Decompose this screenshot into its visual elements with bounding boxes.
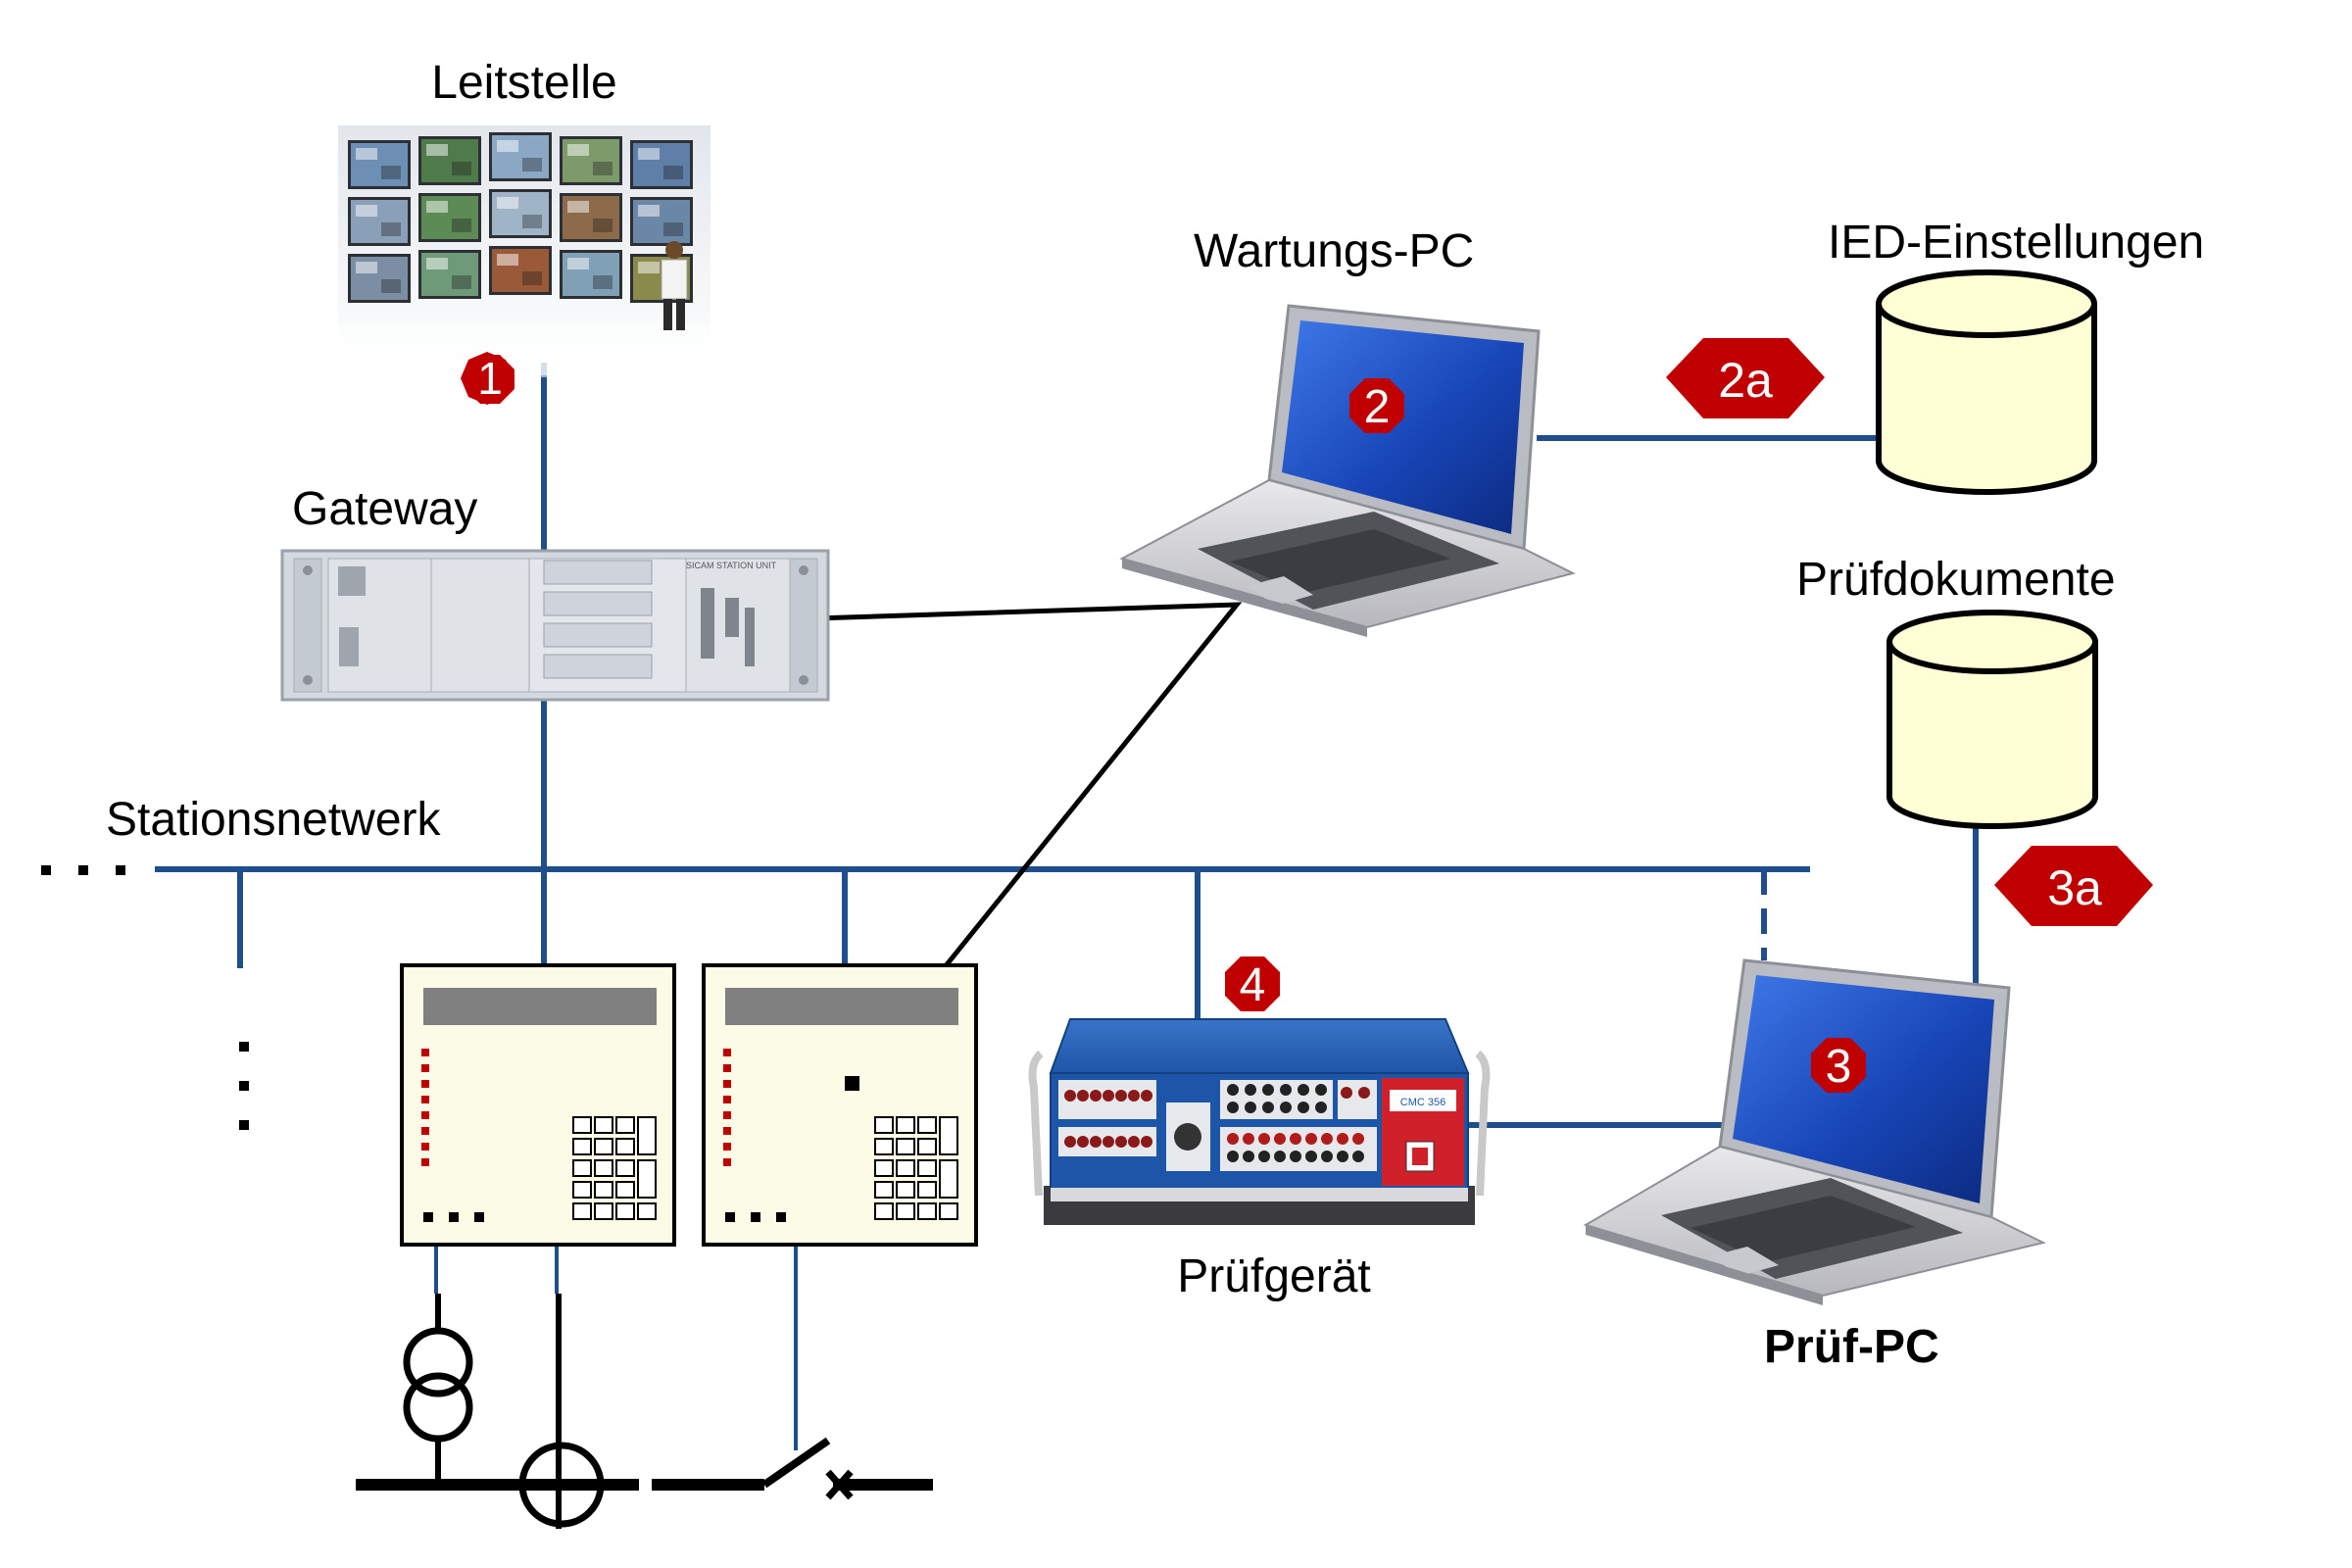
key [917, 1202, 937, 1220]
marker-3a: 3a [1994, 846, 2153, 926]
key [637, 1159, 657, 1199]
label-test-device: Prüfgerät [1177, 1250, 1370, 1302]
key [874, 1181, 894, 1199]
network-lines [155, 363, 1979, 1450]
label-control-center: Leitstelle [431, 57, 616, 109]
key [939, 1116, 958, 1155]
led [723, 1080, 731, 1088]
key [572, 1202, 592, 1220]
current-transformer-symbol [518, 1294, 605, 1529]
circuit-breaker-symbol [761, 1437, 854, 1500]
led [723, 1127, 731, 1135]
marker-2a: 2a [1666, 338, 1825, 418]
key [615, 1138, 635, 1155]
key [917, 1116, 937, 1134]
marker-4: 4 [1225, 956, 1280, 1011]
key [874, 1138, 894, 1155]
video-wall-icon [338, 125, 710, 377]
label-gateway: Gateway [292, 483, 477, 535]
led [723, 1096, 731, 1103]
key [594, 1202, 613, 1220]
led [421, 1064, 429, 1072]
key [939, 1159, 958, 1199]
led [421, 1111, 429, 1119]
label-ied-settings: IED-Einstellungen [1828, 217, 2204, 269]
key [615, 1181, 635, 1199]
ied-device-2 [702, 963, 978, 1247]
svg-text:3: 3 [1826, 1041, 1852, 1093]
key [615, 1116, 635, 1134]
key [594, 1159, 613, 1177]
key [615, 1202, 635, 1220]
led [723, 1111, 731, 1119]
led [421, 1127, 429, 1135]
ellipsis-left [41, 865, 249, 1130]
label-test-documents: Prüfdokumente [1796, 554, 2116, 606]
test-set-model: CMC 356 [1400, 1097, 1446, 1108]
marker-3: 3 [1811, 1038, 1866, 1093]
marker-1: 1 [461, 352, 514, 405]
key [896, 1116, 915, 1134]
key [939, 1202, 958, 1220]
marker-2: 2 [1349, 378, 1404, 433]
key [594, 1181, 613, 1199]
led [421, 1143, 429, 1151]
label-maintenance-pc: Wartungs-PC [1194, 225, 1474, 277]
svg-text:3a: 3a [2047, 860, 2102, 915]
ied-device-1 [400, 963, 676, 1247]
laptop-icon [1119, 304, 1576, 637]
gateway-device: SICAM STATION UNIT [280, 549, 830, 702]
key [572, 1116, 592, 1134]
svg-text:2: 2 [1364, 381, 1391, 433]
key [572, 1159, 592, 1177]
test-device: CMC 356 [1028, 1018, 1491, 1225]
key [896, 1202, 915, 1220]
key [896, 1181, 915, 1199]
led [421, 1096, 429, 1103]
svg-text:4: 4 [1240, 959, 1266, 1011]
key [572, 1181, 592, 1199]
key [917, 1159, 937, 1177]
wall-screens [348, 132, 693, 303]
key [917, 1181, 937, 1199]
key [594, 1116, 613, 1134]
key [637, 1116, 657, 1155]
led [723, 1143, 731, 1151]
key [615, 1159, 635, 1177]
gateway-brand: SICAM STATION UNIT [686, 561, 777, 570]
led [723, 1158, 731, 1166]
connection-end-ied-top [845, 1076, 859, 1091]
key [572, 1138, 592, 1155]
transformer-symbol [403, 1294, 473, 1485]
maintenance-connection [783, 602, 1243, 1086]
operator-figure [661, 241, 688, 330]
svg-text:1: 1 [477, 353, 503, 404]
led [723, 1064, 731, 1072]
cylinder-database-icon [1886, 610, 2098, 829]
key [637, 1202, 657, 1220]
key [896, 1159, 915, 1177]
led [421, 1158, 429, 1166]
led [421, 1080, 429, 1088]
key [874, 1116, 894, 1134]
label-station-network: Stationsnetwerk [106, 794, 442, 846]
key [594, 1138, 613, 1155]
led [421, 1049, 429, 1056]
label-test-pc: Prüf-PC [1764, 1321, 1939, 1373]
cylinder-database-icon [1876, 270, 2097, 495]
laptop-icon [1583, 958, 2046, 1305]
key [874, 1159, 894, 1177]
key [896, 1138, 915, 1155]
key [874, 1202, 894, 1220]
key [917, 1138, 937, 1155]
svg-text:2a: 2a [1718, 353, 1773, 408]
primary-equipment [356, 1294, 933, 1529]
led [723, 1049, 731, 1056]
